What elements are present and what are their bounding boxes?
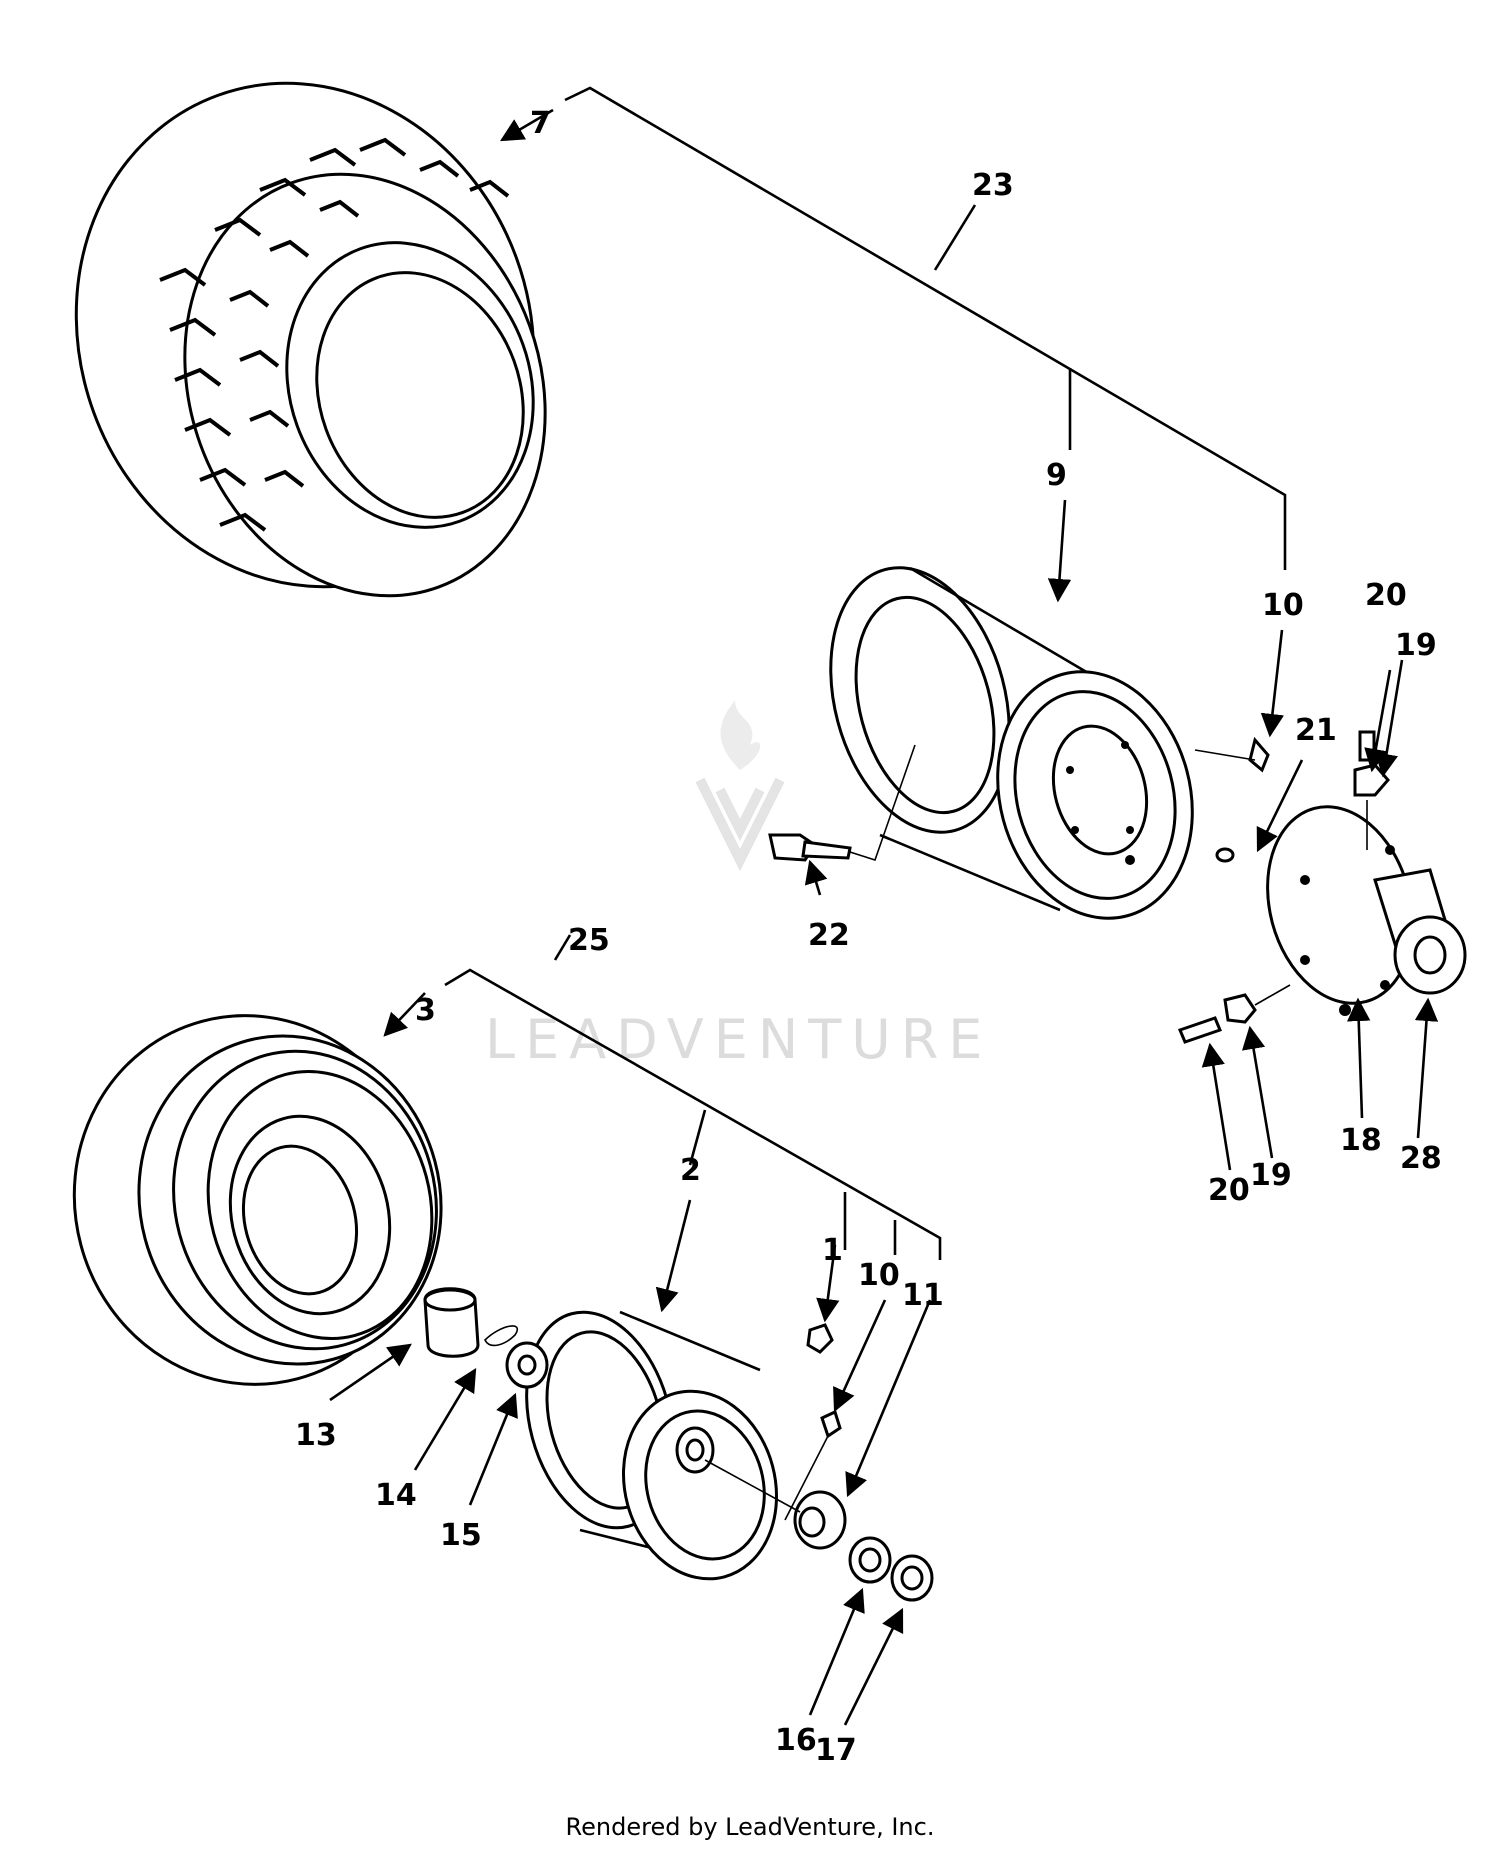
hub <box>1266 805 1467 1016</box>
bottom-rim <box>525 1310 779 1581</box>
footer-credit: Rendered by LeadVenture, Inc. <box>566 1813 935 1841</box>
callout-19-bottom: 19 <box>1250 1158 1292 1193</box>
callout-18: 18 <box>1340 1123 1382 1158</box>
callout-16: 16 <box>775 1723 817 1758</box>
callout-10-bottom: 10 <box>858 1258 900 1293</box>
callout-22: 22 <box>808 918 850 953</box>
callout-11: 11 <box>902 1278 944 1313</box>
callout-21: 21 <box>1295 713 1337 748</box>
watermark-flame-icon <box>720 700 761 770</box>
callout-17: 17 <box>815 1733 857 1768</box>
callout-2: 2 <box>680 1153 701 1188</box>
callout-7: 7 <box>530 106 551 141</box>
callout-23: 23 <box>972 168 1014 203</box>
watermark: LEADVENTURE <box>485 700 992 1071</box>
watermark-text: LEADVENTURE <box>485 1008 992 1071</box>
rib-tire <box>72 1014 443 1386</box>
watermark-logo-icon <box>695 777 785 872</box>
callout-3: 3 <box>415 993 436 1028</box>
callout-labels: 7 23 9 10 20 19 21 22 25 3 2 1 10 11 13 … <box>295 106 1442 1768</box>
turf-tire <box>74 81 547 598</box>
callout-20-bottom: 20 <box>1208 1173 1250 1208</box>
leader-lines <box>329 86 1439 1726</box>
top-rim <box>829 566 1194 920</box>
callout-14: 14 <box>375 1478 417 1513</box>
callout-10-top: 10 <box>1262 588 1304 623</box>
callout-19-top: 19 <box>1395 628 1437 663</box>
bottom-hardware <box>423 1287 934 1602</box>
callout-20-top: 20 <box>1365 578 1407 613</box>
callout-9: 9 <box>1046 458 1067 493</box>
callout-25: 25 <box>568 923 610 958</box>
callout-1: 1 <box>822 1233 843 1268</box>
callout-15: 15 <box>440 1518 482 1553</box>
callout-28: 28 <box>1400 1141 1442 1176</box>
callout-13: 13 <box>295 1418 337 1453</box>
